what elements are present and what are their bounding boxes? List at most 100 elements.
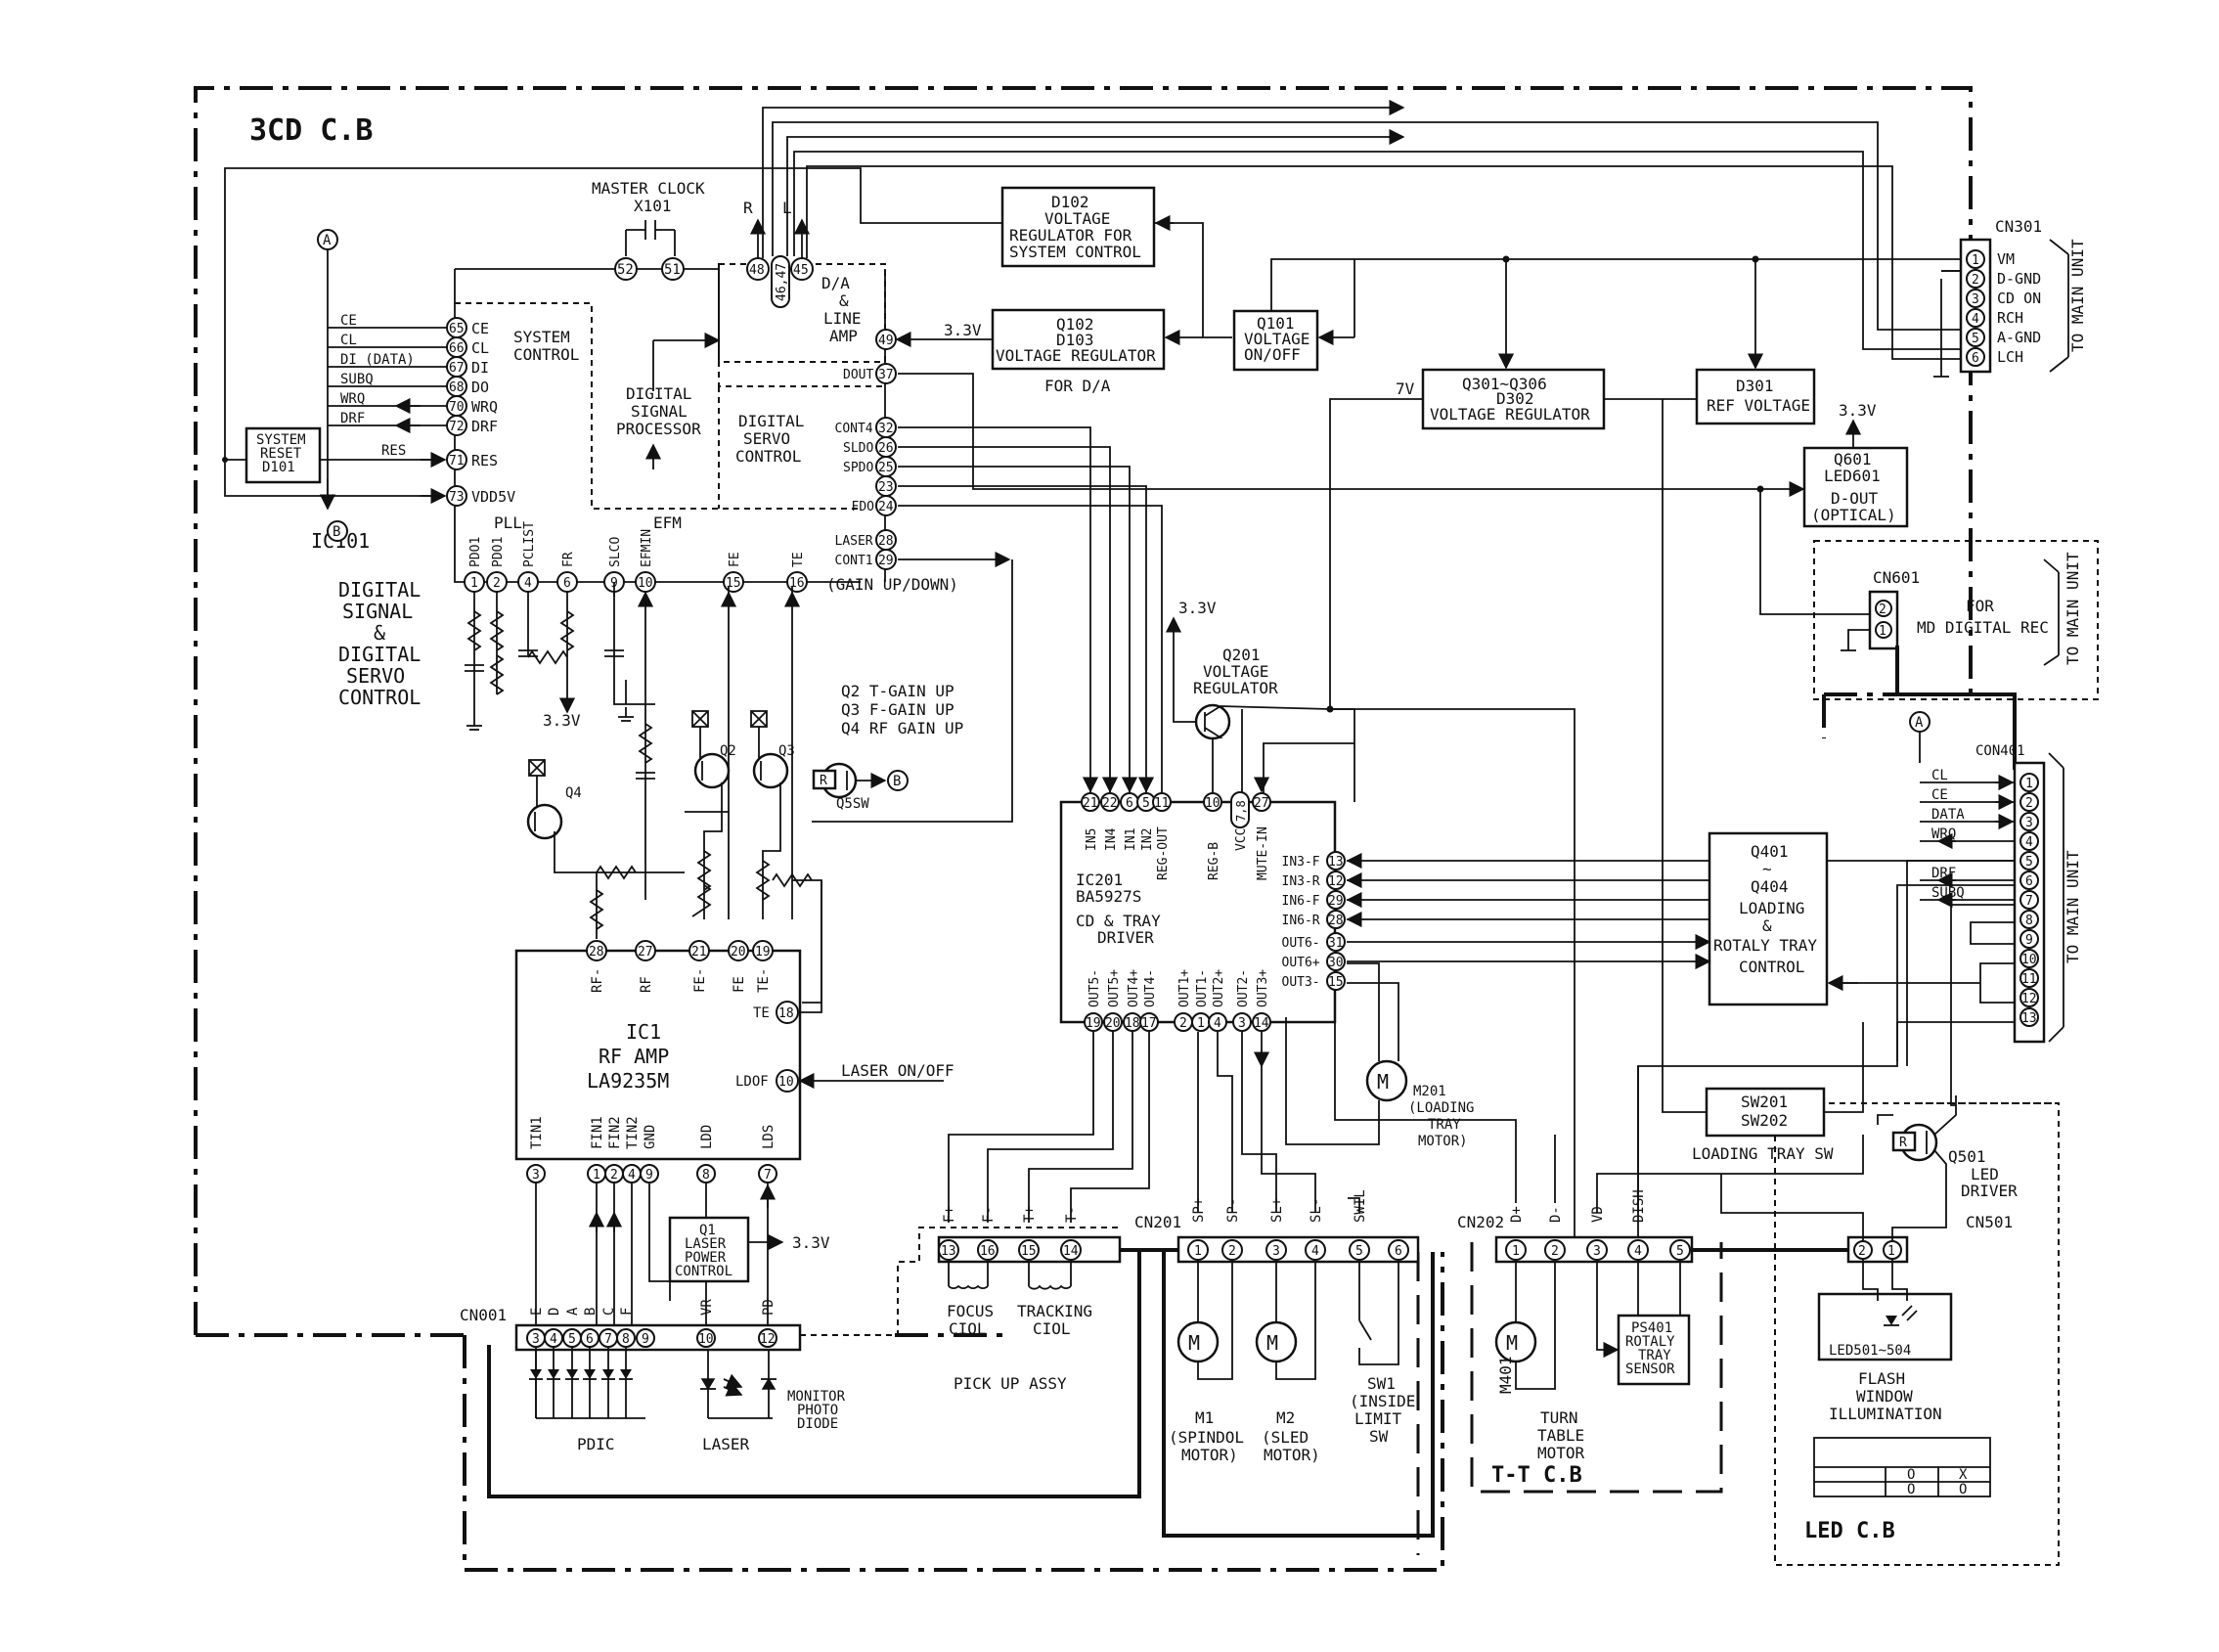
cn001-pin-10-name: VR — [699, 1299, 715, 1316]
gain-l3: Q4 RF GAIN UP — [841, 719, 963, 737]
ic101-pin-67-num: 67 — [449, 361, 465, 376]
ic101-pin-24-num: 24 — [878, 500, 894, 514]
cn001-pin-4-name: D — [547, 1308, 562, 1316]
ic1-pin-20 — [728, 940, 749, 961]
cn201-pin-6-num: 6 — [1395, 1244, 1402, 1259]
ic201-pin-4-num: 4 — [1214, 1016, 1221, 1031]
ic101-pin-26-name: SLDO — [843, 441, 873, 456]
ic201-pin-21 — [1081, 792, 1100, 812]
d301-box — [1695, 368, 1816, 425]
ic1-pin-19 — [752, 940, 774, 961]
ic101-v33-label: 3.3V — [543, 711, 581, 730]
ic101-pin-25-name: SPDO — [843, 461, 873, 475]
ic201-pin-10 — [1203, 792, 1222, 812]
led-table-cell-3: X — [1959, 1467, 1968, 1483]
ic201-pin-13 — [1326, 851, 1346, 871]
led501-l1: FLASH — [1858, 1369, 1905, 1388]
ic201-pin-22-num: 22 — [1102, 796, 1118, 811]
ic101-pin-26-num: 26 — [878, 441, 894, 456]
ic201-pin-29 — [1326, 890, 1346, 910]
ic101-pin-66-num: 66 — [449, 341, 465, 356]
cn301-pin-4 — [1966, 308, 1985, 328]
ic101-pin-37-num: 37 — [878, 368, 894, 382]
ic1-pin-3-name: TIN1 — [529, 1116, 545, 1149]
cn202-pin-3-num: 3 — [1593, 1244, 1601, 1259]
cn001-ref: CN001 — [460, 1306, 507, 1324]
pdic-diode-1 — [530, 1369, 542, 1379]
ic1-pin-20-name: FE — [732, 976, 747, 993]
top-bus-lines — [224, 99, 1961, 460]
pll-label: PLL — [494, 513, 522, 532]
q102-l3: VOLTAGE REGULATOR — [996, 346, 1156, 365]
q601-l3: D-OUT — [1831, 489, 1879, 508]
pickup-pin-16 — [977, 1239, 999, 1261]
pickup-pin-13-num: 13 — [941, 1244, 956, 1259]
cn601-pin-2-num: 2 — [1879, 603, 1886, 617]
pdic-diodes — [535, 1350, 645, 1419]
ic101-right-pins: 4937DOUT32CONT426SLDO25SPDO2324FDO28LASE… — [835, 329, 897, 570]
ic1-ref: IC1 — [626, 1020, 661, 1044]
cn001-pin-3-name: E — [529, 1308, 545, 1316]
ic1-pin-ldof-num: 10 — [778, 1075, 794, 1090]
system-control-label-2: CONTROL — [513, 345, 579, 364]
ic201-pin-10-name: REG-B — [1207, 842, 1221, 880]
cn202-pin-1-name: D+ — [1509, 1206, 1525, 1223]
cn202-ref: CN202 — [1457, 1213, 1504, 1231]
cn201-to-ic201 — [1197, 1032, 1360, 1213]
ic201-pin-27 — [1252, 792, 1271, 812]
ic101-desc-4: DIGITAL — [338, 643, 421, 666]
q1-box — [668, 1216, 750, 1283]
led501-diode — [1862, 1259, 1918, 1326]
cn601-desc-1: FOR — [1966, 597, 1994, 615]
ic201-pin-17-num: 17 — [1141, 1016, 1157, 1031]
led501-box — [1817, 1292, 1953, 1362]
led-table — [1813, 1437, 1991, 1497]
ic201-pin-11-name: REG-OUT — [1156, 826, 1171, 880]
ic101-pin-4-num: 4 — [524, 576, 532, 591]
ic201-desc-1: CD & TRAY — [1076, 912, 1161, 930]
ic101-pin-2-num: 2 — [493, 576, 501, 591]
ic101-pin-71-num: 71 — [449, 454, 465, 469]
cn201-pin-5 — [1349, 1239, 1370, 1261]
motor-m2 — [1255, 1262, 1316, 1380]
q501-l3: DRIVER — [1961, 1182, 2018, 1200]
system-reset-box — [244, 426, 322, 484]
ic201-pin-15 — [1326, 971, 1346, 991]
ic1-l1: RF AMP — [599, 1045, 669, 1068]
turn-l1: TURN — [1540, 1408, 1578, 1427]
ic101-pin-10-num: 10 — [638, 576, 653, 591]
m1-l1: M1 — [1195, 1408, 1214, 1427]
con401-pin-3-num: 3 — [2025, 816, 2033, 830]
ic201-pin-6-num: 6 — [1126, 796, 1133, 811]
ic201-pin-21-num: 21 — [1083, 796, 1098, 811]
ic201-pin-78 — [1230, 791, 1250, 828]
ic201-pin-10-num: 10 — [1205, 796, 1220, 811]
tracking-l1: TRACKING — [1017, 1302, 1092, 1320]
ic101-pin-70-name: WRQ — [471, 398, 498, 416]
cn001-pin-5-num: 5 — [568, 1332, 576, 1347]
ic101-pin-37-name: DOUT — [843, 368, 873, 382]
cn301-pin-1-num: 1 — [1972, 253, 1979, 268]
ic101-desc-1: DIGITAL — [338, 578, 421, 602]
dsp-label-1: DIGITAL — [626, 384, 691, 403]
main-board-label: 3CD C.B — [249, 113, 373, 148]
cn301-pin-5-num: 5 — [1972, 332, 1979, 346]
da-pin-46 — [771, 255, 790, 308]
ic201-pin-7,8-name: VCC — [1234, 828, 1249, 851]
m2-l3: MOTOR) — [1264, 1446, 1320, 1464]
clock-pin-b-num: 51 — [664, 262, 681, 278]
ic101-pin-29-num: 29 — [878, 554, 894, 568]
gain-network — [589, 559, 1013, 1004]
ic201-pin-3 — [1232, 1012, 1252, 1032]
gain-updown: (GAIN UP/DOWN) — [826, 575, 958, 594]
ic101-pin-25-num: 25 — [878, 461, 894, 475]
ic1-pin-28-num: 28 — [589, 945, 604, 960]
ic201-pin-14 — [1252, 1012, 1271, 1032]
coil-to-ic201 — [948, 1032, 1150, 1223]
cn301-pin-2-num: 2 — [1972, 273, 1979, 288]
ic201-pin-27-name: MUTE-IN — [1256, 826, 1270, 880]
cn301-pin-4-num: 4 — [1972, 312, 1979, 327]
